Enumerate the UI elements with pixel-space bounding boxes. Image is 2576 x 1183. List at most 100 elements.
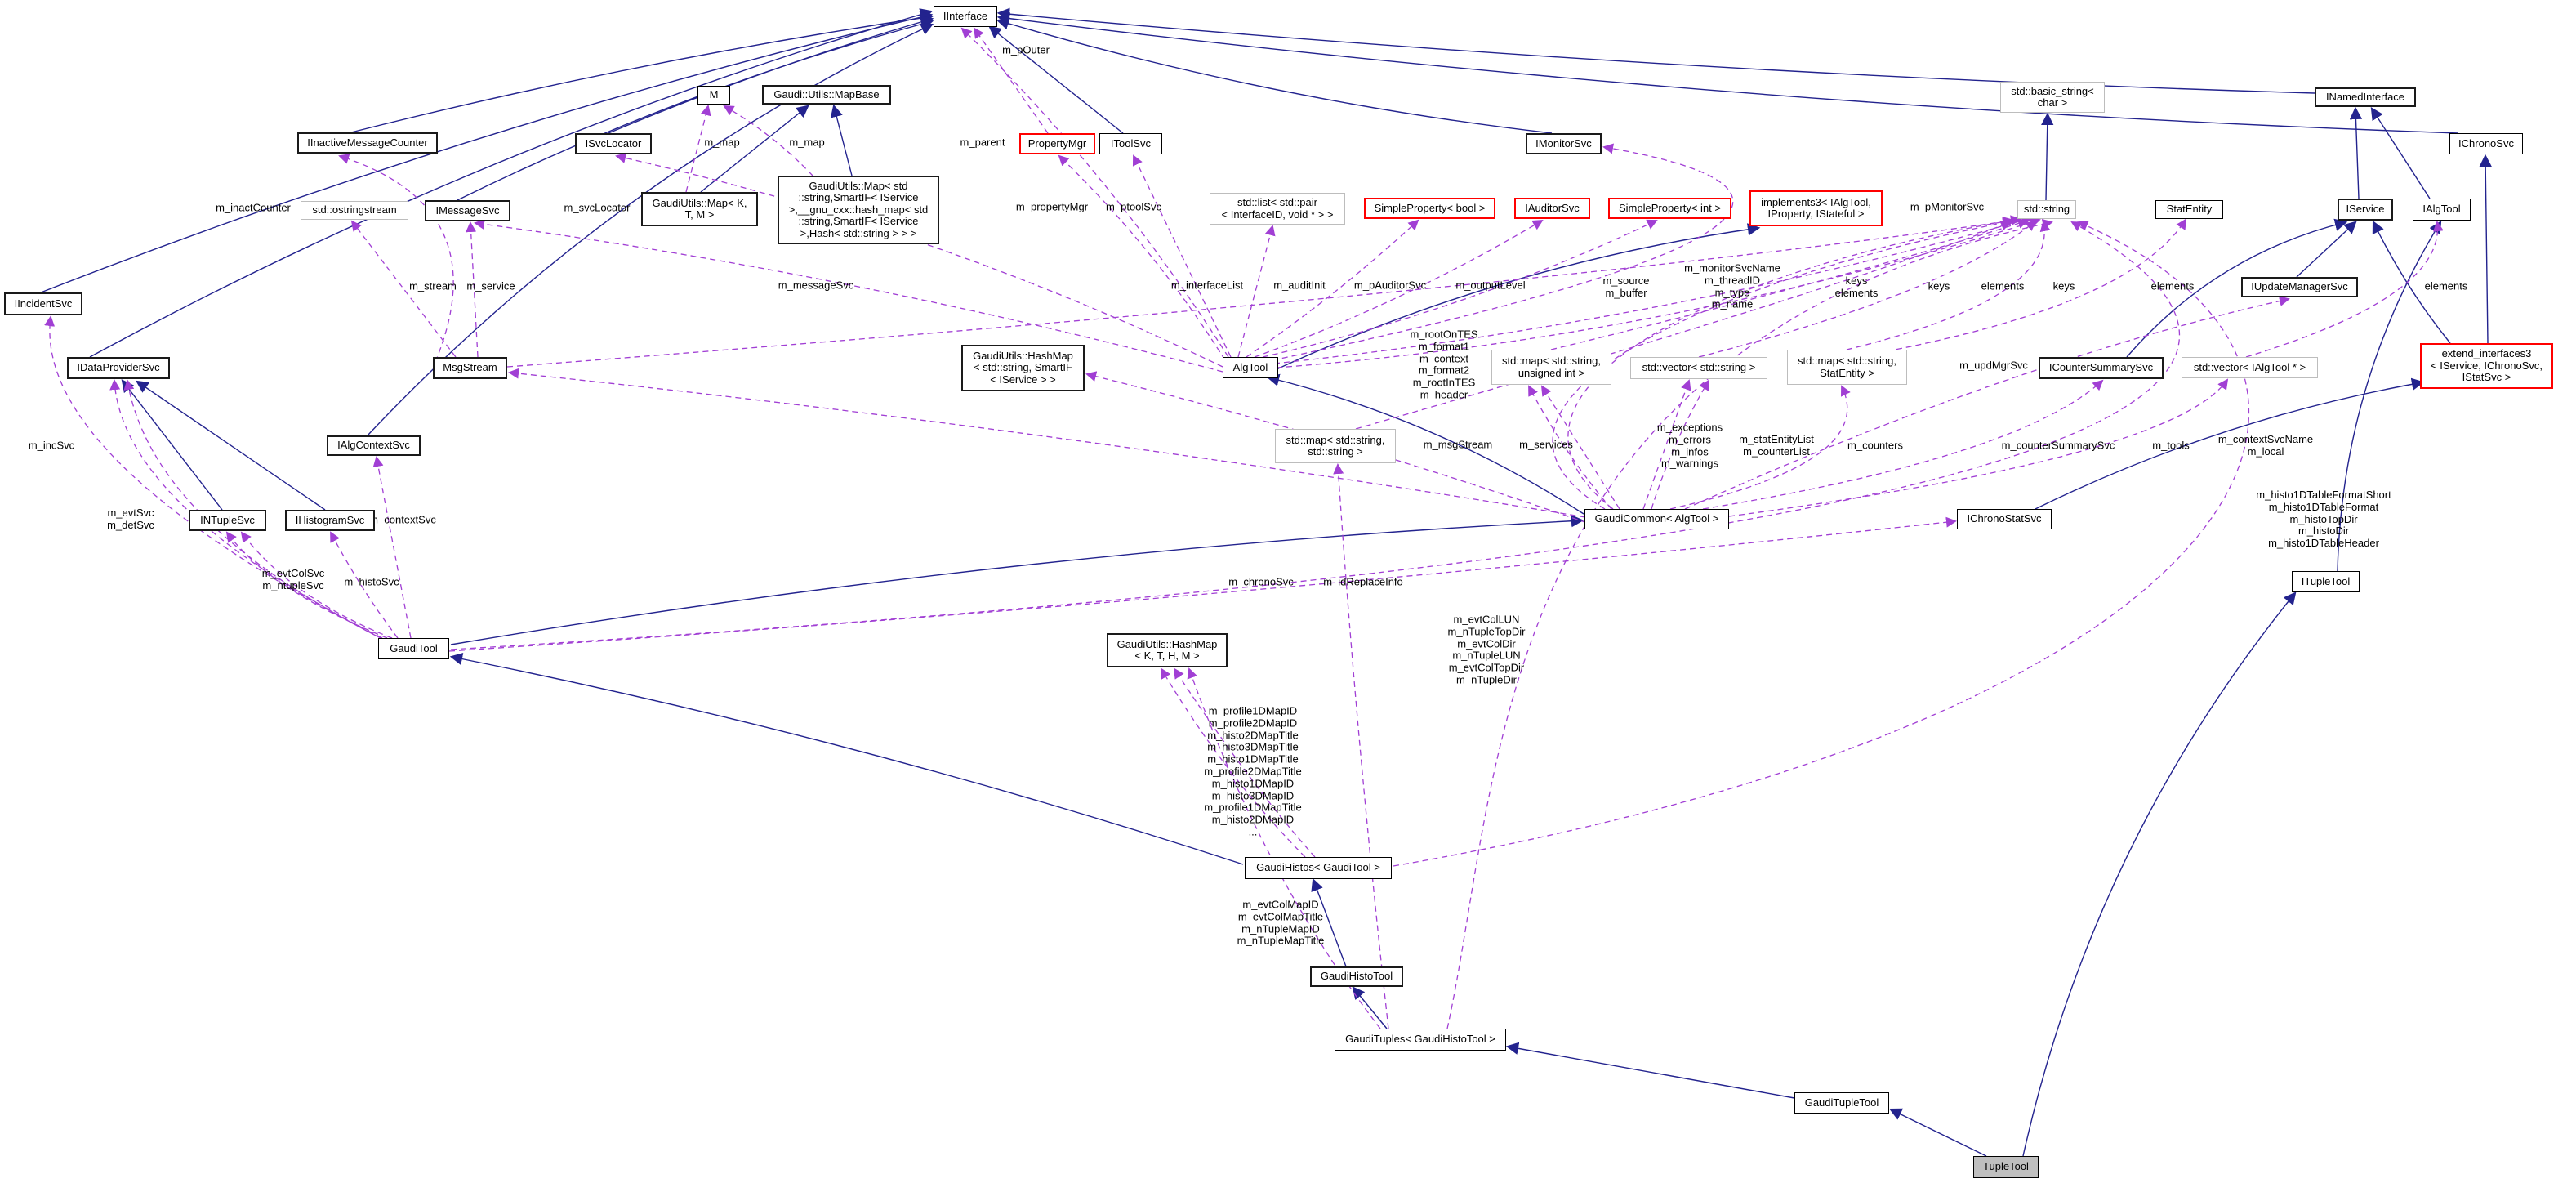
member-edge-label: m_source m_buffer — [1602, 275, 1650, 299]
member-edge-label: m_service — [466, 279, 515, 292]
class-box-IChronoStatSvc[interactable]: IChronoStatSvc — [1957, 509, 2052, 529]
usage-edge — [1552, 217, 2016, 510]
class-box-TupleTool[interactable]: TupleTool — [1973, 1156, 2039, 1178]
member-edge-label: m_auditInit — [1273, 279, 1326, 292]
class-box-ISvcLocator[interactable]: ISvcLocator — [575, 133, 652, 154]
class-box-IDataProviderSvc[interactable]: IDataProviderSvc — [67, 357, 170, 379]
class-box-ostringstream[interactable]: std::ostringstream — [301, 201, 408, 220]
class-box-GaudiHistos[interactable]: GaudiHistos< GaudiTool > — [1245, 857, 1392, 879]
usage-edge — [1540, 385, 1620, 510]
inheritance-edge — [2349, 106, 2363, 199]
usage-edge — [506, 217, 2013, 368]
class-box-basic_string[interactable]: std::basic_string< char > — [2000, 82, 2105, 113]
member-edge-label: m_messageSvc — [778, 279, 854, 292]
class-box-IMessageSvc[interactable]: IMessageSvc — [425, 200, 510, 221]
class-box-HashMapKTHM[interactable]: GaudiUtils::HashMap < K, T, H, M > — [1107, 633, 1228, 667]
inheritance-edge — [2479, 154, 2492, 344]
class-box-IInactiveMessageCounter[interactable]: IInactiveMessageCounter — [297, 132, 438, 154]
class-box-MsgStream[interactable]: MsgStream — [433, 357, 507, 379]
class-box-IUpdateManagerSvc[interactable]: IUpdateManagerSvc — [2241, 277, 2358, 297]
class-box-IService[interactable]: IService — [2338, 199, 2393, 221]
class-box-IAuditorSvc[interactable]: IAuditorSvc — [1514, 198, 1590, 219]
class-box-mapUInt[interactable]: std::map< std::string, unsigned int > — [1491, 350, 1611, 385]
inheritance-edge — [608, 16, 934, 134]
usage-edge — [2245, 221, 2444, 358]
usage-edge — [1567, 215, 2021, 510]
member-edge-label: m_tools — [2152, 439, 2190, 452]
class-box-SimpleBool[interactable]: SimpleProperty< bool > — [1364, 198, 1495, 219]
class-box-StatEntity[interactable]: StatEntity — [2155, 200, 2223, 219]
class-box-stdstring[interactable]: std::string — [2017, 200, 2076, 219]
member-edge-label: m_evtColLUN m_nTupleTopDir m_evtColDir m… — [1447, 613, 1526, 686]
usage-edge — [1262, 219, 1658, 358]
class-box-implements3[interactable]: implements3< IAlgTool, IProperty, IState… — [1749, 190, 1883, 226]
member-edge-label: m_map — [704, 136, 740, 149]
member-edge-label: m_services — [1519, 438, 1573, 451]
usage-edge — [1702, 379, 2104, 510]
class-box-GaudiTool[interactable]: GaudiTool — [378, 638, 449, 659]
class-box-MapBase[interactable]: Gaudi::Utils::MapBase — [762, 85, 891, 105]
member-edge-label: m_histoSvc — [344, 575, 399, 588]
class-box-AlgTool[interactable]: AlgTool — [1223, 357, 1278, 378]
class-box-extend3[interactable]: extend_interfaces3 < IService, IChronoSv… — [2420, 343, 2553, 389]
inheritance-edge — [2370, 107, 2431, 199]
class-box-stdlist[interactable]: std::list< std::pair < InterfaceID, void… — [1210, 193, 1345, 225]
class-box-mapStrStr[interactable]: std::map< std::string, std::string > — [1275, 429, 1396, 463]
class-box-IChronoSvc[interactable]: IChronoSvc — [2449, 133, 2523, 154]
class-box-IAlgContextSvc[interactable]: IAlgContextSvc — [327, 435, 421, 456]
inheritance-edge — [1266, 373, 1584, 515]
member-edge-label: m_evtSvc m_detSvc — [107, 507, 154, 531]
class-box-IHistogramSvc[interactable]: IHistogramSvc — [285, 510, 375, 531]
usage-edge — [1684, 296, 2290, 510]
class-box-GaudiCommon[interactable]: GaudiCommon< AlgTool > — [1584, 509, 1729, 529]
class-box-vecAlgTool[interactable]: std::vector< IAlgTool * > — [2182, 357, 2318, 378]
member-edge-label: m_counters — [1847, 439, 1903, 452]
member-edge-label: m_parent — [960, 136, 1005, 149]
inheritance-edge — [996, 7, 2315, 94]
class-box-IAlgTool[interactable]: IAlgTool — [2413, 199, 2471, 221]
class-box-PropertyMgr[interactable]: PropertyMgr — [1019, 133, 1095, 154]
class-box-INTupleSvc[interactable]: INTupleSvc — [189, 510, 266, 531]
class-box-MapKTM[interactable]: GaudiUtils::Map< K, T, M > — [641, 192, 758, 226]
class-box-GaudiTuples[interactable]: GaudiTuples< GaudiHistoTool > — [1335, 1029, 1506, 1051]
inheritance-edge — [996, 17, 1553, 134]
class-box-IToolSvc[interactable]: IToolSvc — [1099, 133, 1162, 154]
usage-edge — [1254, 220, 1544, 358]
class-box-GaudiTupleTool[interactable]: GaudiTupleTool — [1794, 1092, 1889, 1114]
inheritance-edge — [1276, 223, 1761, 370]
member-edge-label: m_propertyMgr — [1015, 200, 1089, 213]
member-edge-label: m_exceptions m_errors m_infos m_warnings — [1656, 421, 1723, 470]
usage-edge — [44, 315, 381, 639]
class-box-IMonitorSvc[interactable]: IMonitorSvc — [1526, 133, 1602, 154]
usage-edge — [350, 220, 457, 358]
class-box-ITupleTool[interactable]: ITupleTool — [2292, 571, 2360, 592]
member-edge-label: m_statEntityList m_counterList — [1739, 433, 1814, 458]
class-box-GaudiHistoTool[interactable]: GaudiHistoTool — [1310, 966, 1403, 987]
inheritance-edge — [136, 380, 326, 511]
class-box-mapStat[interactable]: std::map< std::string, StatEntity > — [1787, 350, 1907, 385]
class-box-IIncidentSvc[interactable]: IIncidentSvc — [4, 292, 82, 315]
inheritance-edge — [2296, 221, 2357, 278]
member-edge-label: m_outputLevel — [1455, 279, 1526, 292]
class-box-M[interactable]: M — [697, 86, 730, 105]
usage-edge — [1651, 379, 1709, 510]
class-box-SimpleInt[interactable]: SimpleProperty< int > — [1608, 198, 1731, 219]
class-box-vecString[interactable]: std::vector< std::string > — [1630, 357, 1767, 379]
class-box-IInterface[interactable]: IInterface — [934, 6, 997, 27]
usage-edge — [1669, 385, 1851, 510]
usage-edge — [1393, 221, 2250, 867]
usage-edge — [723, 105, 813, 176]
member-edge-label: m_counterSummarySvc — [2001, 439, 2115, 452]
inheritance-edge — [449, 653, 1244, 865]
inheritance-edge — [89, 8, 934, 358]
member-edge-label: keys — [1928, 279, 1950, 292]
member-edge-label: elements — [2150, 279, 2195, 292]
member-edge-label: m_evtColSvc m_ntupleSvc — [261, 567, 325, 592]
class-box-ICounterSummarySvc[interactable]: ICounterSummarySvc — [2039, 357, 2164, 379]
inheritance-edge — [988, 25, 1124, 134]
inheritance-edge — [2041, 112, 2054, 201]
class-box-INamedInterface[interactable]: INamedInterface — [2315, 87, 2416, 107]
class-box-HashMapSvc[interactable]: GaudiUtils::HashMap < std::string, Smart… — [961, 345, 1085, 391]
class-box-MapBig[interactable]: GaudiUtils::Map< std ::string,SmartIF< I… — [778, 176, 939, 244]
usage-edge — [1058, 154, 1226, 361]
